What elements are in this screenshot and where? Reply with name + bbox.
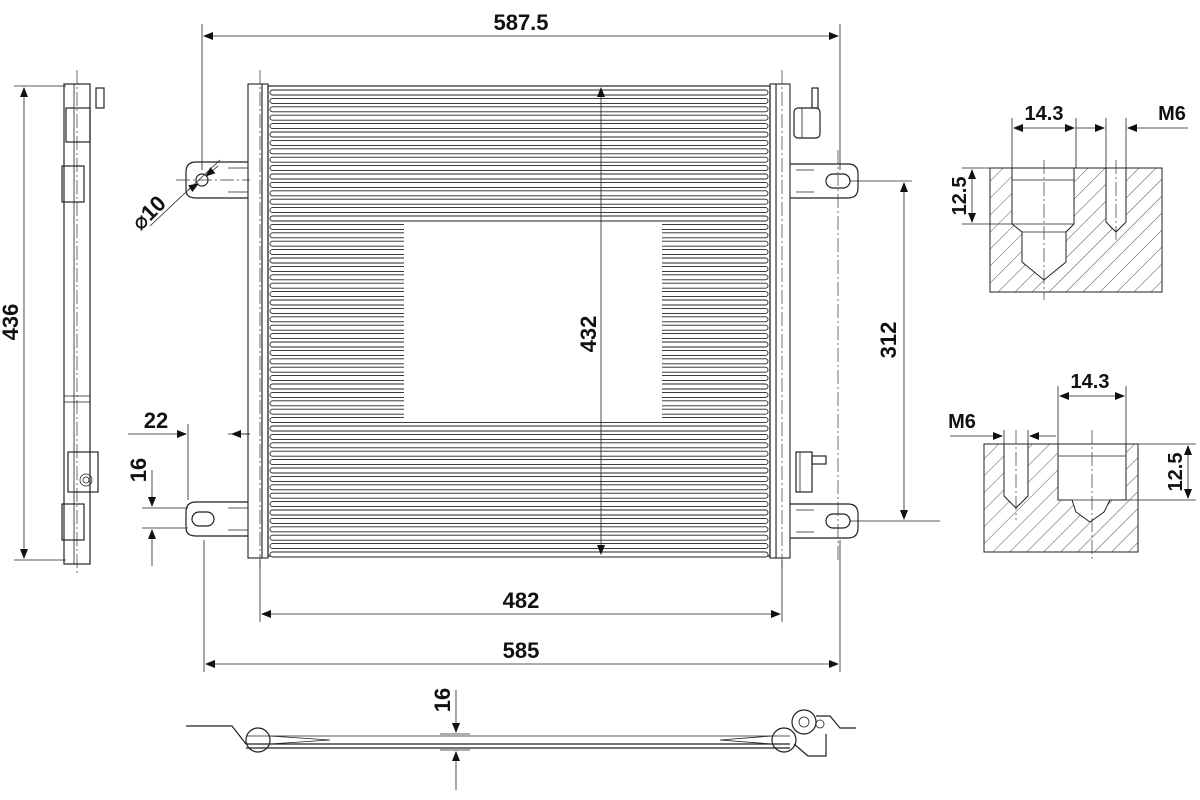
side-block-lower: [61, 503, 85, 541]
dim-16-thickness-label: 16: [430, 688, 455, 712]
fitting-bottom-right: [795, 451, 827, 493]
dimension-core-height: 432: [576, 87, 605, 555]
bottom-view: [186, 709, 856, 757]
dim-16-bracket-label: 16: [126, 458, 151, 482]
detail-top-section: [989, 167, 1163, 293]
dimension-thickness: 16: [430, 688, 470, 790]
side-block-upper: [61, 165, 85, 203]
dimension-overall-bottom: 585: [203, 540, 841, 672]
dim-432-label: 432: [576, 316, 601, 353]
fin-tube: [269, 433, 769, 440]
core-window: [404, 222, 662, 418]
dimension-overall-top: 587.5: [201, 10, 841, 170]
dimension-core-width: 482: [259, 560, 783, 622]
detail-bottom: 14.3 M6 12.5: [948, 371, 1196, 560]
fin-tube: [269, 97, 769, 104]
right-header: [769, 83, 777, 559]
fin-tube: [269, 215, 769, 222]
detail-top-thread-label: M6: [1158, 103, 1186, 125]
fin-tube: [269, 509, 769, 516]
side-view: [61, 70, 105, 576]
dim-312-label: 312: [876, 322, 901, 359]
fin-tube: [269, 517, 769, 524]
dim-482-label: 482: [503, 588, 540, 613]
dim-22-label: 22: [144, 408, 168, 433]
left-header: [261, 83, 269, 559]
detail-bottom-depth-label: 12.5: [1165, 453, 1187, 492]
fin-tube: [269, 114, 769, 121]
fin-tube: [269, 148, 769, 155]
dim-587-5-label: 587.5: [493, 10, 548, 35]
fin-tube: [269, 501, 769, 508]
dim-diameter-label: ⌀10: [127, 191, 171, 235]
fin-tube: [269, 543, 769, 550]
fin-tube: [269, 534, 769, 541]
fin-tube: [269, 475, 769, 482]
fin-tube: [269, 467, 769, 474]
fin-tube: [269, 106, 769, 113]
fin-tube: [269, 123, 769, 130]
dimension-overall-height: 436: [0, 85, 66, 561]
side-fitting-bottom: [67, 451, 99, 493]
fitting-top-right: [793, 87, 821, 139]
detail-bottom-section: [983, 443, 1139, 553]
fin-tube: [269, 89, 769, 96]
detail-top-depth-label: 12.5: [949, 177, 971, 216]
fin-tube: [269, 139, 769, 146]
fin-tube: [269, 450, 769, 457]
detail-bottom-bore-label: 14.3: [1071, 371, 1110, 393]
fin-tube: [269, 190, 769, 197]
fin-tube: [269, 417, 769, 424]
bottom-left-end: [245, 727, 271, 753]
fin-tube: [269, 551, 769, 558]
fin-tube: [269, 131, 769, 138]
dim-585-label: 585: [503, 638, 540, 663]
bracket-bottom-right: [790, 503, 859, 539]
dim-436-label: 436: [0, 304, 23, 341]
fin-tube: [269, 442, 769, 449]
fin-tube: [269, 181, 769, 188]
fin-tube: [269, 173, 769, 180]
right-tank: [775, 83, 791, 559]
fin-tube: [269, 526, 769, 533]
front-view: [176, 70, 859, 570]
detail-top: 14.3 M6 12.5: [949, 103, 1188, 300]
detail-top-bore-label: 14.3: [1025, 103, 1064, 125]
fin-tube: [269, 198, 769, 205]
fin-tube: [269, 492, 769, 499]
dimension-bracket-offset: 22: [128, 408, 250, 500]
side-fitting-top: [65, 107, 91, 143]
bottom-right-end: [771, 727, 797, 753]
fin-tube: [269, 484, 769, 491]
fin-tube: [269, 425, 769, 432]
fin-tube: [269, 165, 769, 172]
bracket-bottom-left: [185, 501, 248, 537]
dimension-bracket-height: 16: [126, 458, 188, 566]
fin-tube: [269, 207, 769, 214]
fin-tube: [269, 156, 769, 163]
fin-tube: [269, 459, 769, 466]
bracket-top-right: [790, 163, 859, 199]
detail-bottom-thread-label: M6: [948, 411, 976, 433]
dimension-mount-spacing: 312: [850, 180, 940, 522]
